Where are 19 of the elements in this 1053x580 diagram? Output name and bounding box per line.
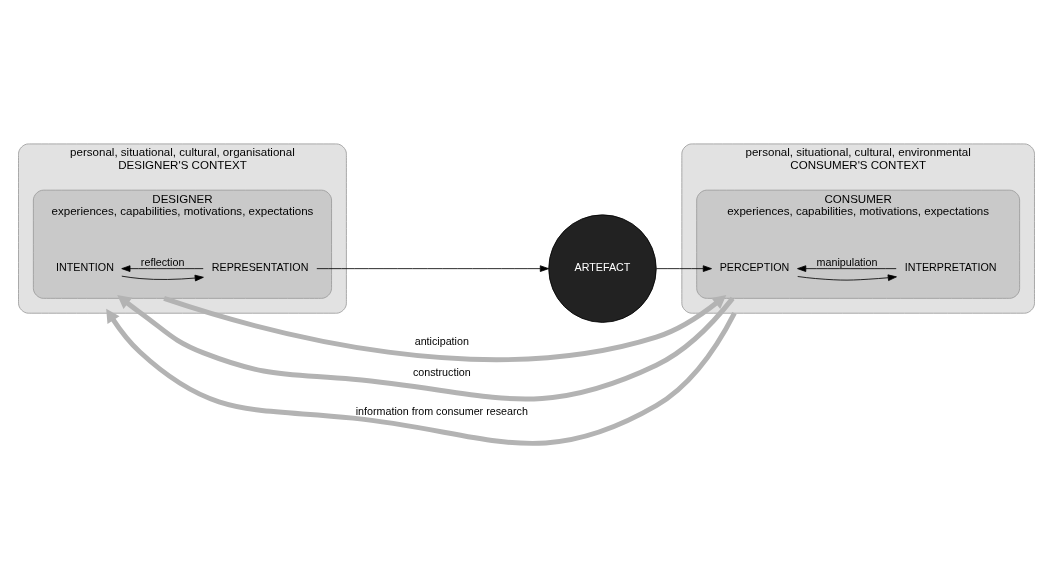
arrow (797, 264, 897, 272)
edge-label: anticipation (414, 334, 469, 347)
arrow (117, 294, 735, 401)
arrow (121, 274, 204, 281)
arrow (163, 294, 727, 362)
node-text: INTERPRETATION (904, 260, 997, 273)
arrow (316, 264, 549, 272)
edge-label: reflection (140, 255, 185, 268)
arrow (797, 273, 897, 281)
node-text: REPRESENTATION (211, 260, 309, 273)
node-circle: ARTEFACT (548, 213, 657, 323)
edge-label: information from consumer research (355, 404, 528, 417)
node-text: PERCEPTION (719, 260, 790, 273)
arrow (106, 308, 737, 446)
arrow (121, 264, 204, 272)
edge-label: manipulation (816, 255, 878, 268)
edge-label: construction (412, 365, 471, 378)
node-text: INTENTION (56, 260, 114, 273)
arrow (655, 264, 712, 272)
